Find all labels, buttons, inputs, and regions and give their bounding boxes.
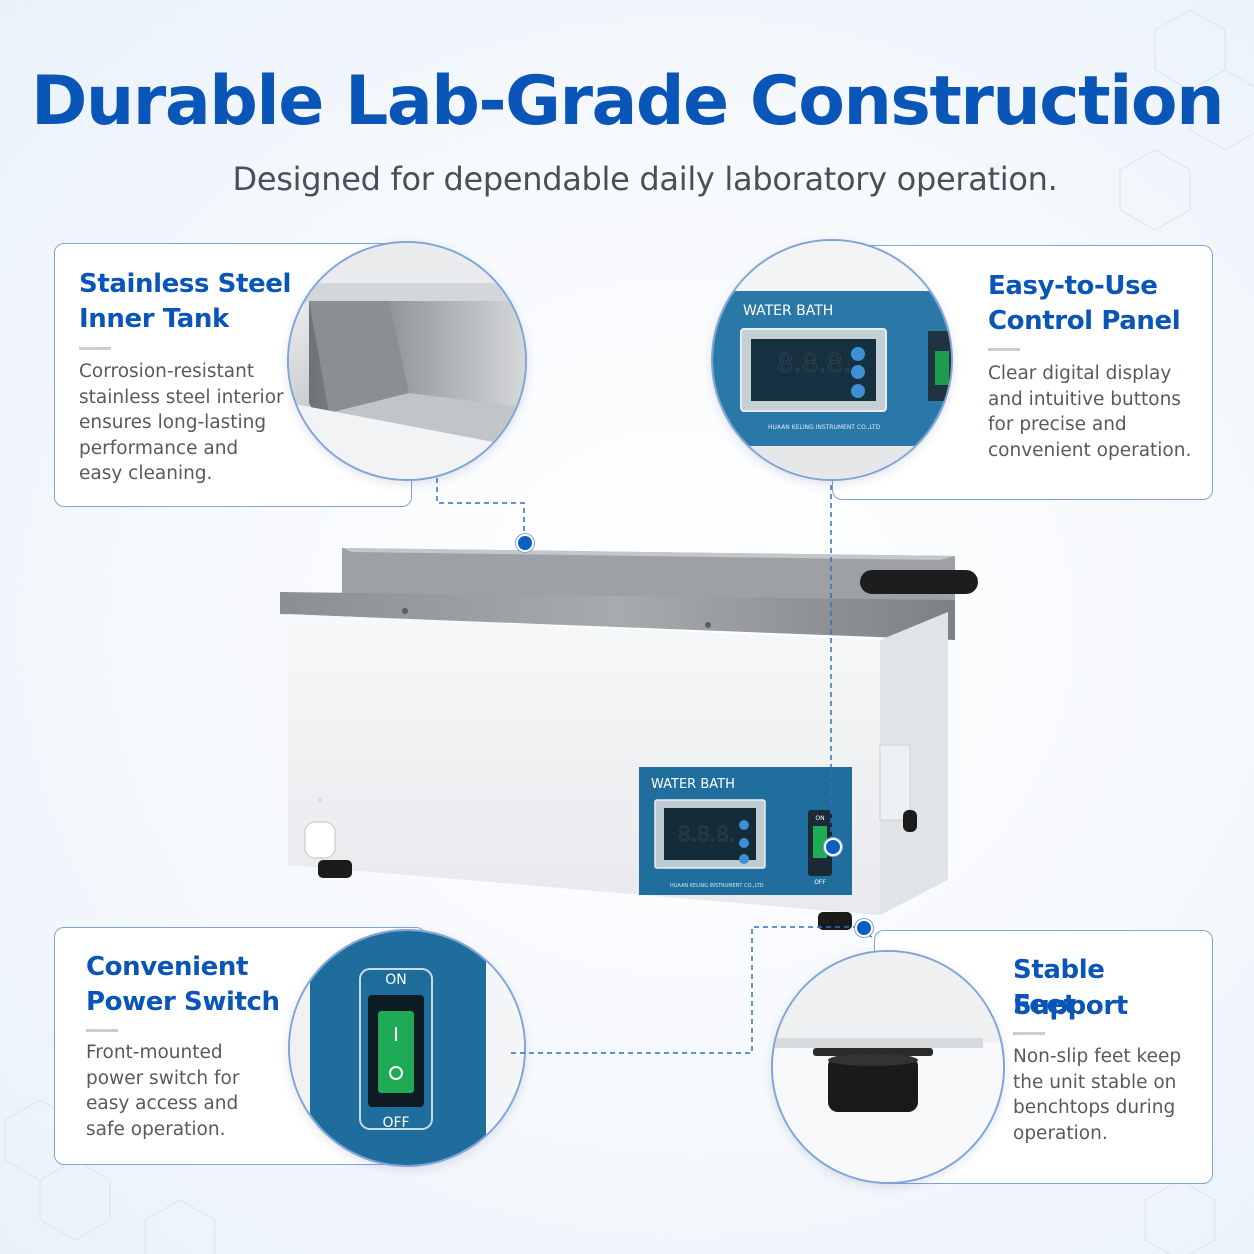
feature-title-line1: Convenient	[86, 952, 249, 982]
body-line: the unit stable on	[1013, 1071, 1177, 1093]
body-line: easy cleaning.	[79, 463, 213, 484]
control-panel-closeup-image: WATER BATH 8.8.8. HUAAN KELING INSTRUMEN…	[711, 239, 953, 481]
inner-tank-closeup-image	[287, 241, 527, 481]
body-line: Corrosion-resistant	[79, 361, 255, 382]
anchor-dot-power-switch	[824, 838, 842, 856]
feature-title-line2: Power Switch	[86, 987, 280, 1017]
panel-label: WATER BATH	[743, 303, 833, 319]
digital-display: 8.8.8.	[777, 349, 851, 379]
switch-off-label: OFF	[382, 1115, 409, 1131]
feature-body: Non-slip feet keep the unit stable on be…	[1013, 1044, 1181, 1146]
body-line: benchtops during	[1013, 1097, 1176, 1118]
body-line: operation.	[1013, 1122, 1108, 1144]
body-line: stainless steel interior	[79, 386, 284, 408]
manufacturer-label: HUAAN KELING INSTRUMENT CO.,LTD	[768, 424, 881, 431]
title-divider	[988, 348, 1020, 351]
feature-title-line2: Feet	[1013, 990, 1076, 1020]
feature-body: Front-mounted power switch for easy acce…	[86, 1040, 239, 1142]
body-line: and intuitive buttons	[988, 388, 1181, 410]
body-line: for precise and	[988, 414, 1127, 435]
page-title: Durable Lab-Grade Construction	[30, 62, 1225, 141]
feature-title-line1: Stainless Steel	[79, 269, 292, 299]
anchor-dot-support-feet	[855, 919, 873, 937]
body-line: performance and	[79, 437, 239, 459]
support-feet-closeup-image	[771, 950, 1005, 1184]
body-line: Non-slip feet keep	[1013, 1046, 1182, 1067]
body-line: safe operation.	[86, 1118, 226, 1140]
title-divider	[86, 1029, 118, 1032]
title-divider	[79, 347, 111, 350]
switch-on-label: ON	[385, 972, 407, 988]
feature-body: Clear digital display and intuitive butt…	[988, 361, 1191, 463]
body-line: ensures long-lasting	[79, 412, 267, 433]
body-line: Front-mounted	[86, 1042, 223, 1063]
feature-title-line1: Stable Support	[1013, 955, 1128, 1021]
feature-title-line2: Control Panel	[988, 306, 1181, 336]
page-subtitle: Designed for dependable daily laboratory…	[232, 160, 1058, 198]
power-switch-closeup-image: ON OFF	[288, 929, 526, 1167]
title-divider	[1013, 1032, 1045, 1035]
body-line: Clear digital display	[988, 363, 1172, 384]
body-line: convenient operation.	[988, 439, 1192, 461]
feature-title-line2: Inner Tank	[79, 304, 229, 334]
feature-body: Corrosion-resistant stainless steel inte…	[79, 359, 284, 487]
body-line: easy access and	[86, 1093, 239, 1114]
body-line: power switch for	[86, 1067, 240, 1089]
anchor-dot-inner-tank	[516, 534, 534, 552]
feature-title-line1: Easy-to-Use	[988, 271, 1158, 301]
